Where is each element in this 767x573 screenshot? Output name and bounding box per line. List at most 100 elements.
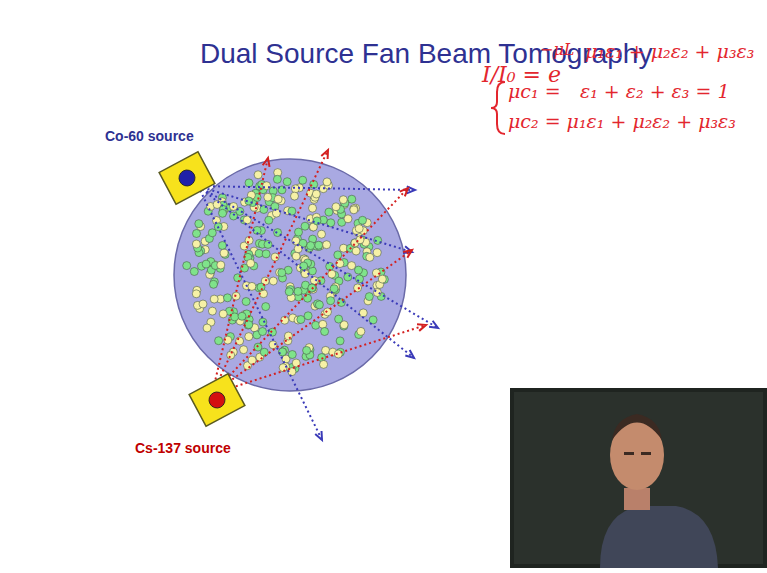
particle-dots xyxy=(183,169,389,376)
particle-dot xyxy=(323,241,331,249)
particle-dot xyxy=(319,320,327,328)
particle-dot xyxy=(199,300,207,308)
particle-dot xyxy=(348,262,356,270)
particle-dot xyxy=(190,268,198,276)
particle-dot xyxy=(297,316,305,324)
particle-dot xyxy=(215,337,223,345)
particle-dot xyxy=(245,321,253,329)
beam-ray xyxy=(198,186,414,358)
beam-arrowhead xyxy=(400,188,408,196)
particle-dot xyxy=(355,266,363,274)
particle-dot xyxy=(193,230,201,238)
particle-dot xyxy=(327,297,335,305)
particle-dot xyxy=(334,350,342,358)
particle-dot xyxy=(278,269,286,277)
particle-dot xyxy=(336,337,344,345)
particle-dot xyxy=(224,294,232,302)
particle-dot xyxy=(373,249,381,257)
beam-arrowhead xyxy=(417,324,426,331)
particle-dot xyxy=(269,277,277,285)
beam-ray xyxy=(212,250,412,394)
beam-ray xyxy=(198,186,438,328)
handwritten-equation: −μL xyxy=(540,40,574,59)
particle-dot xyxy=(357,327,365,335)
particle-dot xyxy=(310,277,318,285)
particle-dot xyxy=(339,196,347,204)
particle-dot xyxy=(299,176,307,184)
particle-dot xyxy=(283,178,291,186)
particle-dot xyxy=(312,321,320,329)
handwritten-equation: μ₁ε₁ + μ₂ε₂ + μ₃ε₃ xyxy=(585,40,754,62)
particle-dot xyxy=(321,328,329,336)
particle-dot xyxy=(330,285,338,293)
particle-dot xyxy=(322,346,330,354)
particle-dot xyxy=(373,289,381,297)
particle-dot xyxy=(262,250,270,258)
source-box: Cs-137 source xyxy=(135,368,265,463)
beam-ray xyxy=(212,188,408,394)
particle-dot xyxy=(279,348,287,356)
curly-brace xyxy=(491,82,505,134)
particle-dot xyxy=(369,316,377,324)
particle-dot xyxy=(359,309,367,317)
source-pellet xyxy=(176,167,198,189)
beam-ray xyxy=(212,150,328,394)
beam-arrowhead xyxy=(405,350,414,358)
particle-dot xyxy=(274,195,282,203)
particle-dot xyxy=(248,356,256,364)
particle-dot xyxy=(210,280,218,288)
particle-dot xyxy=(365,293,373,301)
source-box: Co-60 source xyxy=(105,128,235,223)
particle-dot xyxy=(304,312,312,320)
particle-dot xyxy=(219,310,227,318)
particle-dot xyxy=(220,249,228,257)
particle-dot xyxy=(356,275,364,283)
particle-dot xyxy=(245,333,253,341)
particle-dot xyxy=(183,262,191,270)
particle-dot xyxy=(301,222,309,230)
particle-dot xyxy=(348,195,356,203)
particle-dot xyxy=(271,253,279,261)
particle-dot xyxy=(315,301,323,309)
vessel-circle xyxy=(174,159,406,391)
particle-dot xyxy=(210,295,218,303)
particle-dot xyxy=(202,260,210,268)
particle-dot xyxy=(245,179,253,187)
particle-dot xyxy=(264,193,272,201)
particle-dot xyxy=(268,328,276,336)
source-pellet xyxy=(206,389,228,411)
particle-dot xyxy=(355,225,363,233)
particle-dot xyxy=(262,303,270,311)
particle-dot xyxy=(291,192,299,200)
particle-dot xyxy=(288,351,296,359)
particle-dot xyxy=(378,275,386,283)
particle-dot xyxy=(247,259,255,267)
particle-dot xyxy=(328,270,336,278)
beam-arrowhead xyxy=(429,321,438,328)
particle-dot xyxy=(260,348,268,356)
particle-dot xyxy=(242,298,250,306)
source-label: Cs-137 source xyxy=(135,440,231,456)
handwritten-equation: μc₁ = xyxy=(508,80,561,102)
source-label: Co-60 source xyxy=(105,128,194,144)
beam-ray xyxy=(198,186,322,440)
particle-dot xyxy=(366,253,374,261)
particle-dot xyxy=(230,212,238,220)
video-inset xyxy=(510,388,767,568)
particle-dot xyxy=(318,230,326,238)
slide-title: Dual Source Fan Beam Tomography xyxy=(200,38,652,70)
particle-dot xyxy=(195,220,203,228)
particle-dot xyxy=(217,261,225,269)
particle-dot xyxy=(234,274,242,282)
particle-dot xyxy=(312,190,320,198)
particle-dot xyxy=(238,312,246,320)
particle-dot xyxy=(254,171,262,179)
beam-ray xyxy=(212,325,426,394)
particle-dot xyxy=(263,182,271,190)
particle-dot xyxy=(208,307,216,315)
particle-dot xyxy=(359,216,367,224)
particle-dot xyxy=(265,216,273,224)
source-housing xyxy=(159,152,215,204)
beam-ray xyxy=(212,158,268,394)
